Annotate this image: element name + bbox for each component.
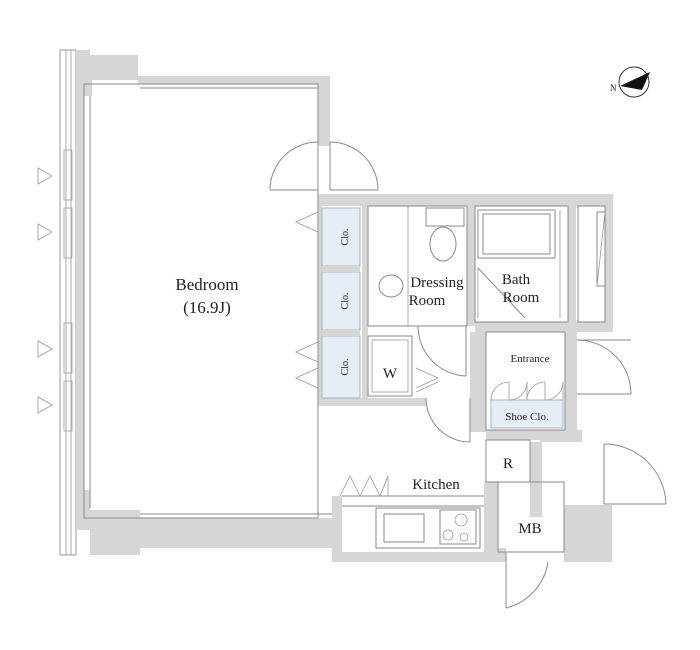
dressing-room-label-1: Dressing <box>410 275 464 291</box>
window-wall <box>59 49 77 556</box>
dressing-door <box>417 325 467 377</box>
closet-label-1: Clo. <box>340 229 351 246</box>
utility-closet <box>577 205 606 323</box>
bedroom-size-label: (16.9J) <box>183 298 231 317</box>
storage-door <box>603 443 667 505</box>
bath-room-label-1: Bath <box>502 272 531 288</box>
closet-door-markers <box>295 211 319 389</box>
mb-door <box>505 552 549 609</box>
kitchen-label: Kitchen <box>412 477 460 493</box>
compass-label: N <box>610 83 617 93</box>
dressing-room-label-2: Room <box>409 293 446 309</box>
closets <box>321 207 361 399</box>
bath-room-label-2: Room <box>503 290 540 306</box>
closet-label-2: Clo. <box>340 293 351 310</box>
compass-icon: N <box>610 66 650 98</box>
bedroom-door <box>269 141 379 191</box>
washer-area <box>367 335 439 397</box>
entrance-door <box>576 339 632 395</box>
bedroom-outline <box>83 83 332 519</box>
corridor-door <box>425 397 471 443</box>
bedroom-label: Bedroom <box>175 275 238 294</box>
shoe-closet-label: Shoe Clo. <box>505 411 549 423</box>
washer-label: W <box>383 366 398 382</box>
mb-area <box>497 481 565 553</box>
kitchen <box>339 475 484 549</box>
mb-label: MB <box>518 521 541 537</box>
dressing-room <box>367 205 468 327</box>
refrigerator-label: R <box>503 456 513 472</box>
entrance-label: Entrance <box>510 353 549 365</box>
entrance <box>485 331 566 431</box>
window-markers <box>37 167 53 414</box>
closet-label-3: Clo. <box>340 359 351 376</box>
bath-room <box>474 205 569 323</box>
